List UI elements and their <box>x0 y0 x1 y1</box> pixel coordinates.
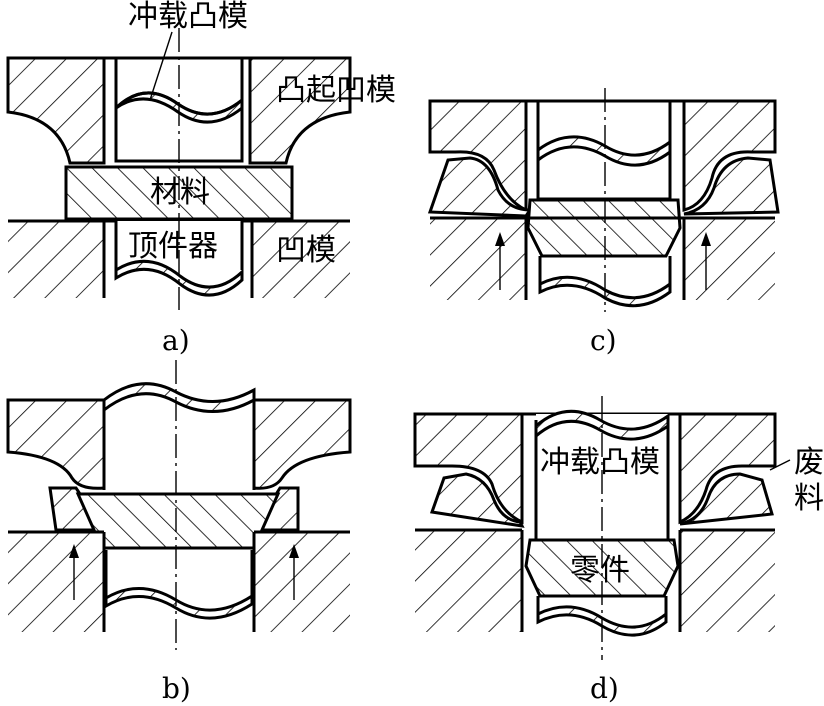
label-punch-a: 冲载凸模 <box>128 0 248 34</box>
raised-die-right <box>248 56 352 165</box>
die-right-b <box>254 532 350 632</box>
caption-d: d) <box>590 672 619 705</box>
caption-a: a) <box>162 324 190 357</box>
raised-die-right-d <box>678 412 777 525</box>
panel-a: 冲载凸模 凸起凹模 材料 顶件器 凹模 a) <box>6 0 396 357</box>
caption-c: c) <box>590 324 617 357</box>
label-scrap-1: 废 <box>794 445 824 480</box>
part-c <box>526 198 682 258</box>
die-right-d <box>680 530 775 632</box>
scrap-left-d <box>429 472 525 528</box>
panel-d: 冲载凸模 零件 废 料 d) <box>413 396 824 705</box>
label-ejector: 顶件器 <box>128 229 218 264</box>
label-scrap-2: 料 <box>794 481 824 516</box>
raised-die-left-b <box>6 398 106 490</box>
caption-b: b) <box>162 672 191 705</box>
raised-die-left-d <box>413 412 524 525</box>
scrap-left-c <box>427 156 533 218</box>
raised-die-right-b <box>252 398 352 490</box>
part-b <box>75 492 281 550</box>
die-left-d <box>415 530 522 632</box>
scrap-right-c <box>683 156 780 216</box>
scrap-right-d <box>679 472 774 526</box>
die-left <box>8 221 104 298</box>
label-raised-die: 凸起凹模 <box>276 73 396 108</box>
label-die: 凹模 <box>276 233 336 268</box>
die-left-c <box>430 218 526 300</box>
label-part: 零件 <box>570 553 630 588</box>
label-material: 材料 <box>150 175 210 210</box>
die-right-c <box>684 218 775 300</box>
die-left-b <box>8 532 104 632</box>
label-punch-d: 冲载凸模 <box>540 445 660 480</box>
raised-die-left-c <box>428 99 528 213</box>
die-right <box>252 221 350 298</box>
panel-b: b) <box>6 360 352 705</box>
raised-die-right-c <box>682 99 777 212</box>
panel-c: c) <box>427 88 780 357</box>
raised-die-left <box>6 56 106 165</box>
